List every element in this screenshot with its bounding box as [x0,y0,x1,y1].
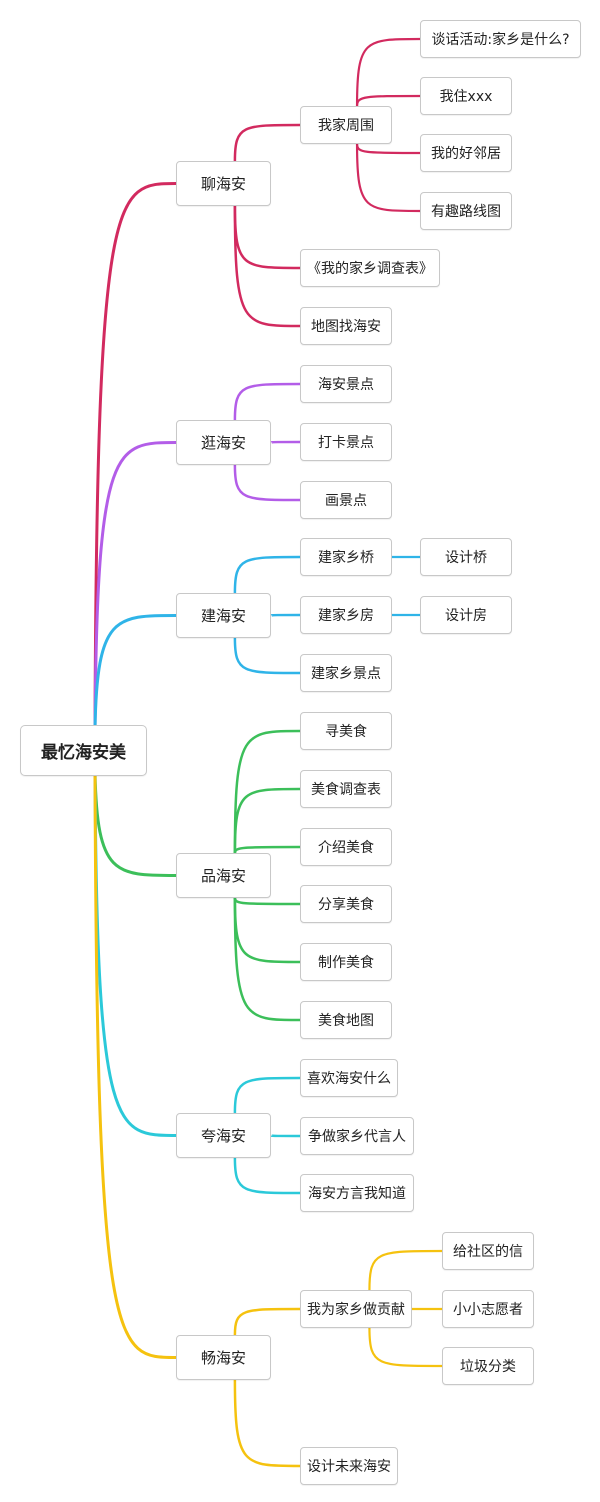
subtopic[interactable]: 打卡景点 [300,423,392,461]
branch-topic-liao-haian[interactable]: 聊海安 [176,161,271,206]
connector-line [233,897,301,964]
connector-line [368,1249,443,1291]
connector-line [233,787,301,854]
leaf-topic[interactable]: 设计桥 [420,538,512,576]
subtopic[interactable]: 美食调查表 [300,770,392,808]
connector-line [269,1134,301,1138]
subtopic[interactable]: 海安景点 [300,365,392,403]
connector-line [233,1379,301,1468]
branch-topic-chang-haian[interactable]: 畅海安 [176,1335,271,1380]
subtopic[interactable]: 海安方言我知道 [300,1174,414,1212]
subtopic[interactable]: 建家乡桥 [300,538,392,576]
connector-line [233,897,301,1022]
connector-line [233,205,301,328]
connector-line [233,1307,301,1336]
connector-line [233,1157,301,1195]
connector-line [233,382,301,421]
subtopic[interactable]: 我为家乡做贡献 [300,1290,412,1328]
subtopic[interactable]: 制作美食 [300,943,392,981]
connector-line [355,94,421,107]
leaf-topic[interactable]: 我住xxx [420,77,512,115]
connector-line [233,205,301,270]
connector-line [233,464,301,502]
leaf-topic[interactable]: 给社区的信 [442,1232,534,1270]
connector-line [233,1076,301,1114]
subtopic[interactable]: 争做家乡代言人 [300,1117,414,1155]
subtopic[interactable]: 建家乡景点 [300,654,392,692]
root-topic[interactable]: 最忆海安美 [20,725,147,776]
connector-line [355,37,421,107]
subtopic[interactable]: 介绍美食 [300,828,392,866]
subtopic[interactable]: 喜欢海安什么 [300,1059,398,1097]
connector-line [93,771,177,1359]
branch-topic-jian-haian[interactable]: 建海安 [176,593,271,638]
subtopic[interactable]: 设计未来海安 [300,1447,398,1485]
connector-line [269,440,301,444]
connector-line [355,143,421,213]
connector-line [233,845,301,854]
leaf-topic[interactable]: 小小志愿者 [442,1290,534,1328]
subtopic[interactable]: 地图找海安 [300,307,392,345]
connector-line [93,614,177,730]
leaf-topic[interactable]: 有趣路线图 [420,192,512,230]
branch-topic-kua-haian[interactable]: 夸海安 [176,1113,271,1158]
subtopic[interactable]: 寻美食 [300,712,392,750]
subtopic-wojia-zhouwei[interactable]: 我家周围 [300,106,392,144]
connector-line [269,613,301,617]
connector-line [93,771,177,877]
subtopic[interactable]: 《我的家乡调查表》 [300,249,440,287]
subtopic[interactable]: 画景点 [300,481,392,519]
branch-topic-guang-haian[interactable]: 逛海安 [176,420,271,465]
connector-line [233,123,301,162]
connector-line [93,182,177,730]
connector-line [233,637,301,675]
subtopic[interactable]: 美食地图 [300,1001,392,1039]
connector-line [93,441,177,730]
connector-line [233,555,301,594]
leaf-topic[interactable]: 我的好邻居 [420,134,512,172]
subtopic[interactable]: 建家乡房 [300,596,392,634]
connector-line [233,729,301,854]
branch-topic-pin-haian[interactable]: 品海安 [176,853,271,898]
connector-line [368,1327,443,1368]
connector-line [233,897,301,906]
leaf-topic[interactable]: 谈话活动:家乡是什么? [420,20,581,58]
leaf-topic[interactable]: 垃圾分类 [442,1347,534,1385]
subtopic[interactable]: 分享美食 [300,885,392,923]
connector-line [355,143,421,155]
leaf-topic[interactable]: 设计房 [420,596,512,634]
connector-line [93,771,177,1137]
